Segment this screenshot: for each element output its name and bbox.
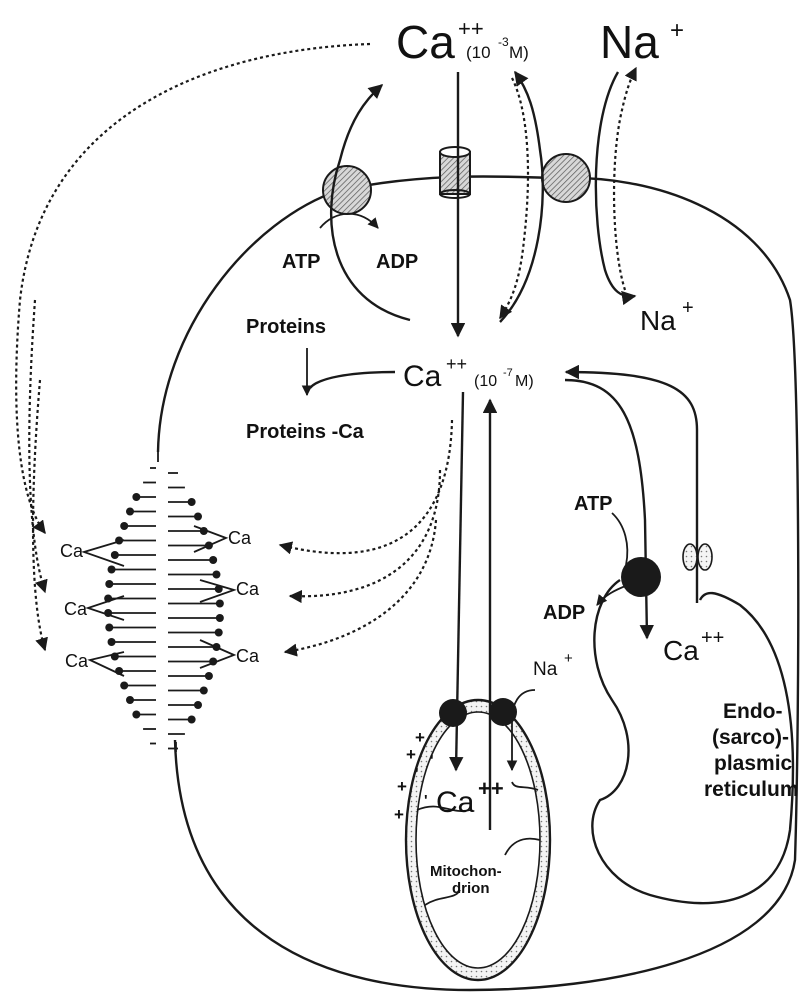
cyt-ca-charge: ++ [446, 354, 467, 374]
mitochondrion [406, 700, 550, 980]
sr-name-2: (sarco)- [712, 726, 789, 749]
troponin-site [209, 556, 217, 564]
troponin-site [120, 522, 128, 530]
svg-text:+: + [415, 728, 425, 747]
troponin-site [188, 716, 196, 724]
sr-name-1: Endo- [723, 700, 782, 723]
troponin-site [188, 498, 196, 506]
myofilament-ladder [84, 468, 234, 749]
troponin-site [205, 672, 213, 680]
myo-ca-right-1: Ca [228, 528, 252, 548]
sr-adp-label: ADP [543, 602, 585, 624]
ext-ca-exp: -3 [498, 35, 509, 49]
protein-binding-line [310, 372, 395, 388]
ext-ca-charge: ++ [458, 16, 484, 41]
troponin-site [215, 629, 223, 637]
atp-adp-arrow [320, 214, 378, 228]
mito-name-2: drion [452, 880, 490, 897]
ext-ca-conc: (10 [466, 43, 491, 62]
troponin-site [132, 711, 140, 719]
pump-adp-label: ADP [376, 251, 418, 273]
cyt-ca-to-myo-3 [285, 520, 436, 652]
exchanger-ca-efflux [500, 72, 543, 322]
sr-name-3: plasmic [714, 752, 793, 775]
ext-ca-unit: M) [509, 43, 529, 62]
na-in-label: Na [640, 305, 676, 336]
troponin-site [194, 513, 202, 521]
svg-text:+: + [394, 805, 404, 824]
sr-atp-line [612, 513, 627, 565]
ext-na-label: Na [600, 16, 659, 68]
myo-ca-right-2: Ca [236, 579, 260, 599]
troponin-site [108, 638, 116, 646]
troponin-site [105, 580, 113, 588]
troponin-site [120, 682, 128, 690]
mito-name-1: Mitochon- [430, 863, 502, 880]
troponin-site [126, 508, 134, 516]
cyt-ca-conc: (10 [474, 373, 497, 390]
exchanger-ca-influx [500, 78, 528, 318]
ext-ca-to-myo-1 [16, 44, 370, 533]
troponin-site [105, 624, 113, 632]
na-ca-exchanger [542, 154, 590, 202]
mito-ca-label: Ca [436, 786, 475, 819]
pump-atp-label: ATP [282, 251, 321, 273]
sr-name-4: reticulum [704, 778, 799, 801]
cyt-ca-unit: M) [515, 373, 534, 390]
myo-ca-left-1: Ca [60, 541, 84, 561]
cyt-ca-label: Ca [403, 360, 442, 393]
proteins-label: Proteins [246, 316, 326, 338]
myo-ca-right-3: Ca [236, 646, 260, 666]
svg-text:+: + [406, 745, 416, 764]
sr-ca-label: Ca [663, 635, 699, 666]
myofilament [158, 452, 176, 752]
ext-ca-label: Ca [396, 16, 455, 68]
myo-ca-left-2: Ca [64, 599, 88, 619]
ext-ca-to-myo-3 [33, 380, 45, 650]
troponin-site [216, 614, 224, 622]
sr-ca-charge: ++ [701, 627, 724, 649]
troponin-site [212, 571, 220, 579]
svg-text:+: + [397, 777, 407, 796]
svg-text:': ' [415, 765, 419, 782]
ca-channel [440, 147, 470, 198]
mito-na-label: Na [533, 659, 558, 680]
svg-text:': ' [424, 792, 428, 809]
troponin-site [111, 551, 119, 559]
ext-na-charge: + [670, 17, 684, 44]
troponin-site [108, 566, 116, 574]
na-in-charge: + [682, 297, 694, 319]
troponin-site [126, 696, 134, 704]
mito-ca-charge: ++ [478, 776, 504, 801]
mito-na-charge: + [564, 650, 573, 667]
proteins-ca-label: Proteins -Ca [246, 421, 365, 443]
sr-atp-label: ATP [574, 493, 613, 515]
exchanger-na-efflux [614, 68, 636, 290]
mito-uniporter [439, 699, 467, 727]
troponin-site [132, 493, 140, 501]
troponin-site [216, 600, 224, 608]
ext-ca-to-myo-2 [29, 300, 45, 592]
cyt-ca-exp: -7 [503, 367, 513, 379]
troponin-site [200, 687, 208, 695]
svg-text:': ' [430, 752, 434, 769]
myo-ca-left-3: Ca [65, 651, 89, 671]
troponin-site [194, 701, 202, 709]
